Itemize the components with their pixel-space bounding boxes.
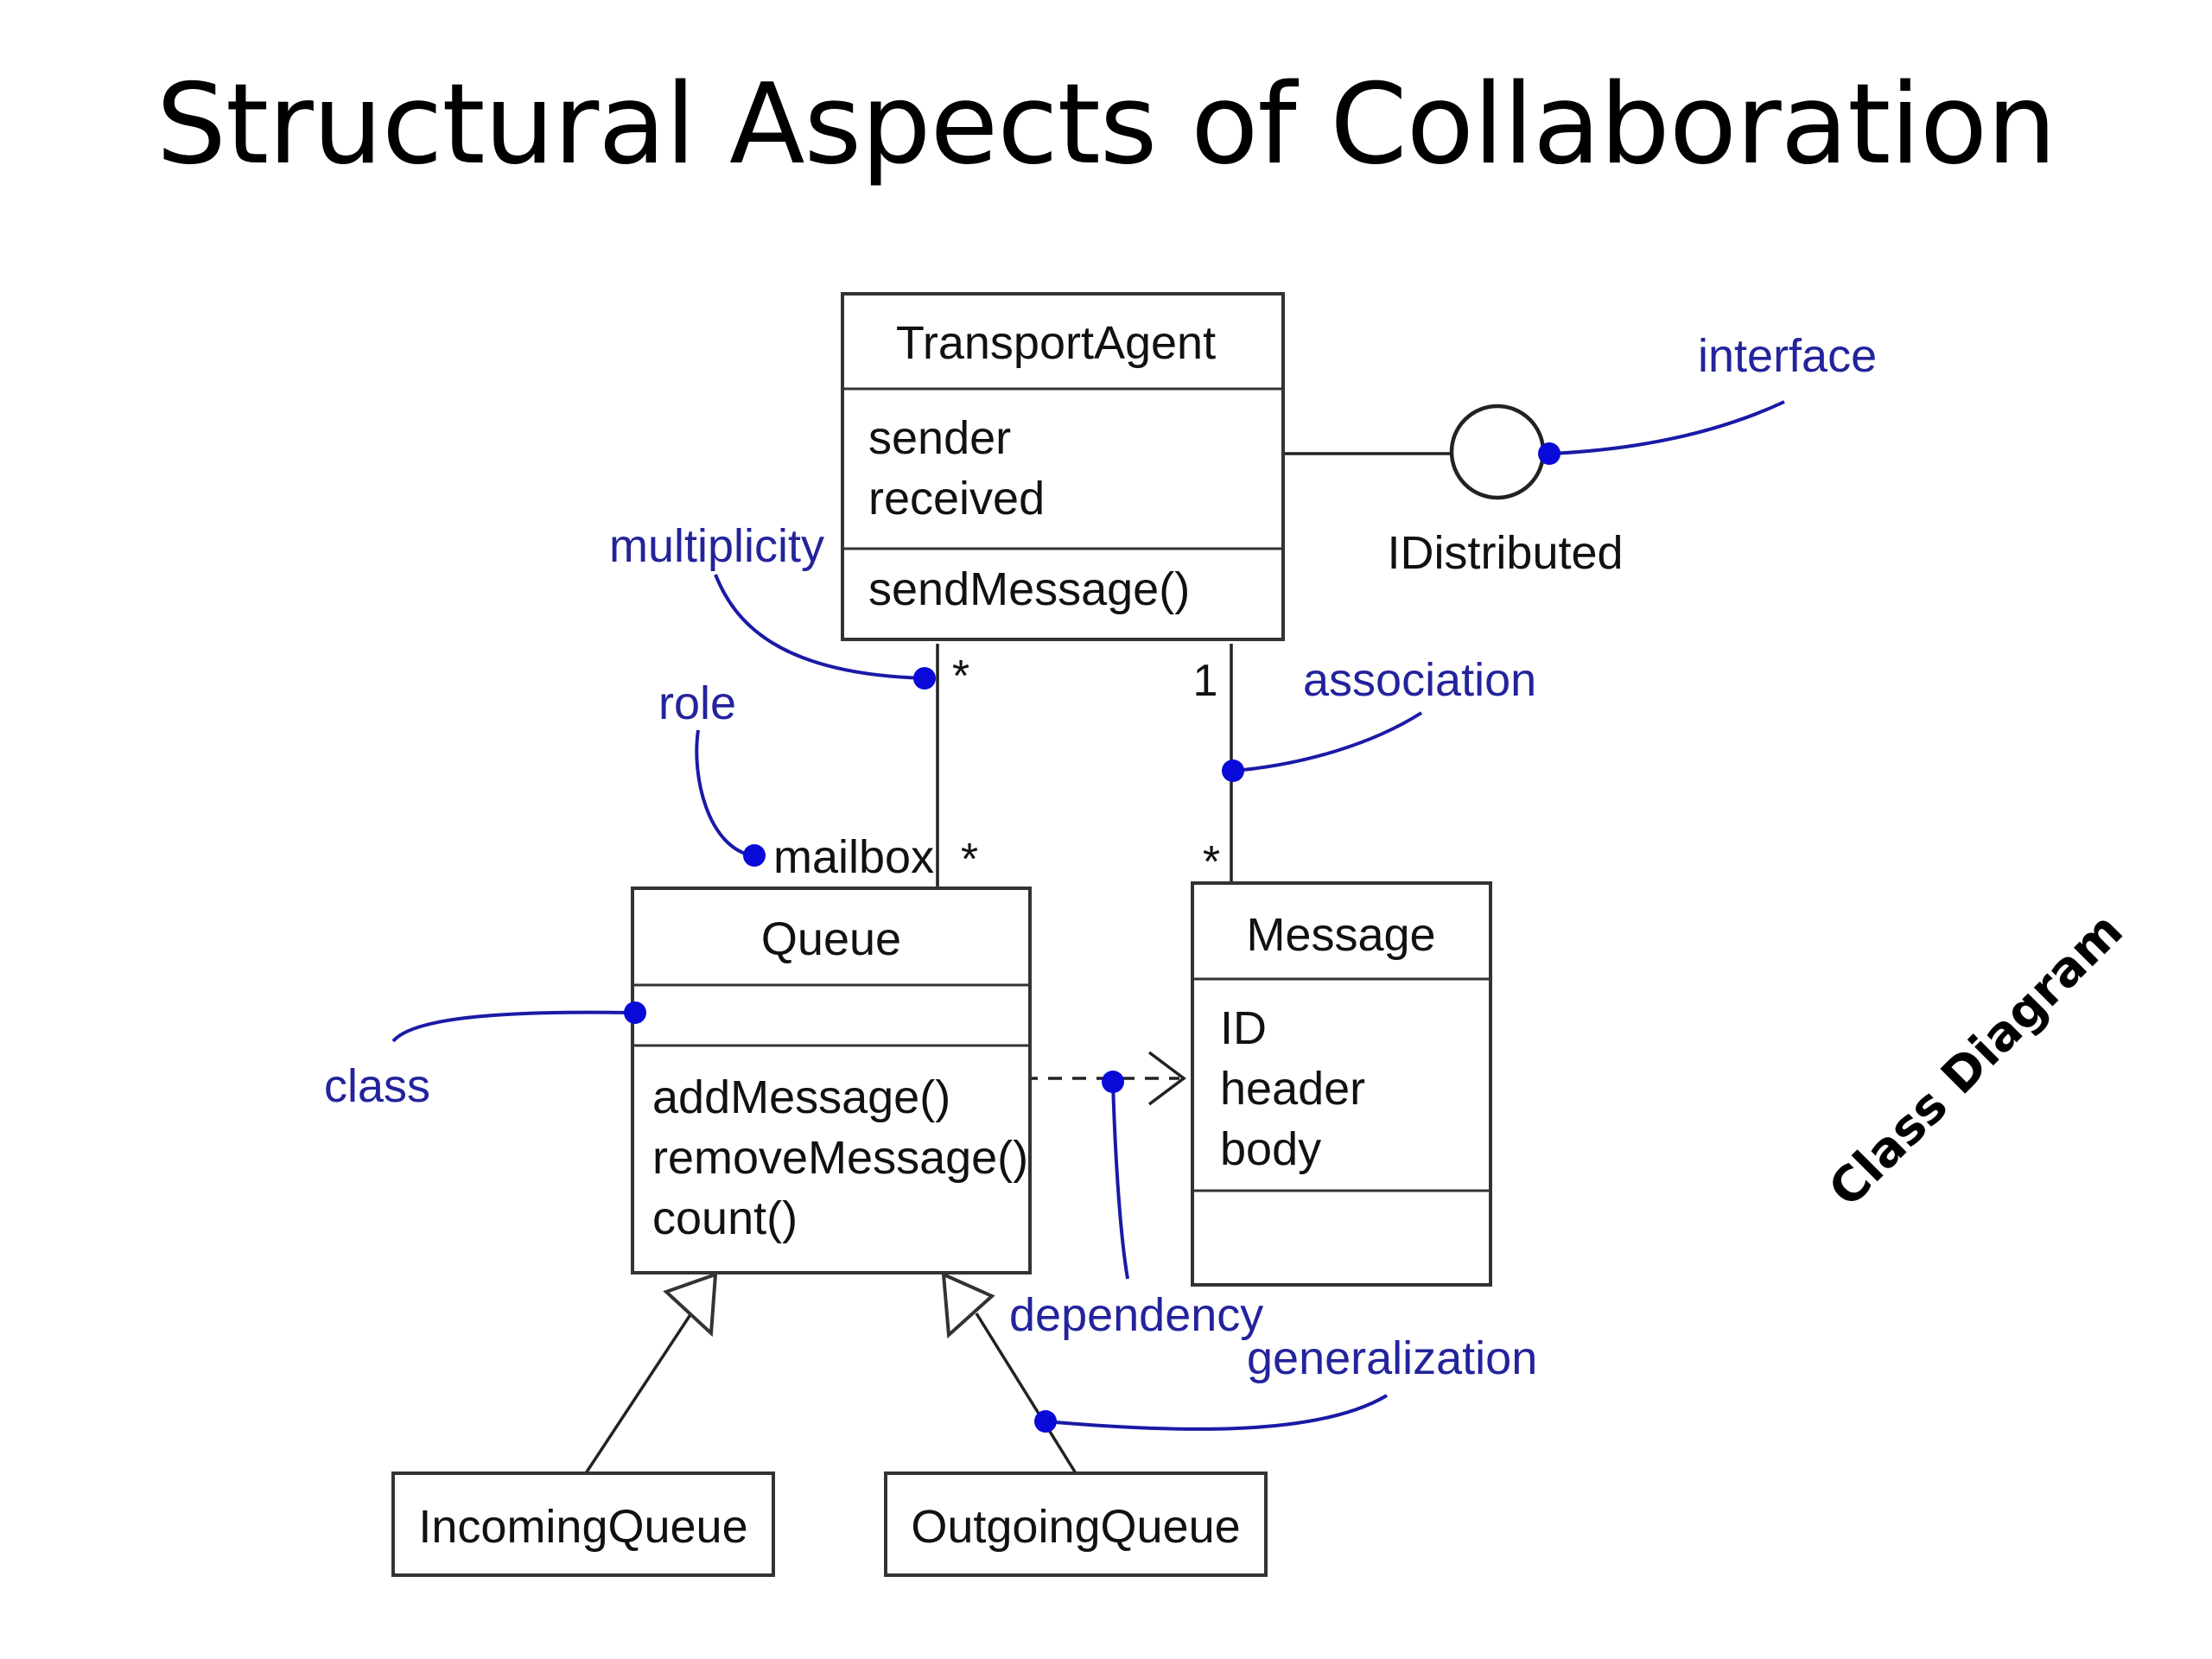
class-transport-agent: TransportAgent sender received sendMessa…	[841, 292, 1285, 641]
annotation-multiplicity: multiplicity	[609, 520, 824, 572]
attribute: ID	[1220, 1002, 1267, 1054]
interface-callout-dot	[1538, 442, 1560, 465]
attribute: header	[1220, 1063, 1365, 1115]
class-callout-dot	[624, 1001, 646, 1024]
annotation-association: association	[1303, 654, 1536, 706]
class-name: TransportAgent	[896, 317, 1216, 369]
class-name: Message	[1246, 909, 1435, 961]
class-message: Message ID header body	[1191, 881, 1492, 1287]
slide-title: Structural Aspects of Collaboration	[156, 60, 2057, 189]
dependency-arrowhead	[1147, 1051, 1186, 1106]
attribute: body	[1220, 1123, 1321, 1175]
annotation-generalization: generalization	[1247, 1332, 1537, 1384]
generalization-callout-line	[1045, 1394, 1389, 1431]
class-incoming-queue: IncomingQueue	[391, 1471, 775, 1577]
class-box	[884, 1471, 1268, 1577]
side-label-class-diagram: Class Diagram	[1818, 902, 2133, 1217]
annotation-dependency: dependency	[1009, 1289, 1263, 1341]
attribute: sender	[868, 412, 1011, 464]
operation: removeMessage()	[652, 1132, 1028, 1184]
role-callout-line	[695, 729, 753, 857]
multiplicity-callout-dot	[913, 667, 936, 690]
interface-callout-line	[1550, 400, 1785, 455]
operation: count()	[652, 1192, 798, 1244]
generalization-line-incoming	[584, 1313, 693, 1474]
interface-lollipop-icon	[1449, 404, 1546, 500]
interface-name: IDistributed	[1387, 527, 1623, 579]
generalization-arrowhead-incoming	[663, 1272, 718, 1338]
dependency-callout-dot	[1102, 1071, 1124, 1093]
class-name: Queue	[761, 913, 901, 965]
dependency-callout-line	[1111, 1081, 1129, 1280]
class-callout-line	[391, 1010, 632, 1043]
generalization-callout-dot	[1034, 1410, 1057, 1433]
annotation-class: class	[324, 1060, 430, 1112]
multiplicity-message-end: *	[1203, 837, 1220, 887]
annotation-role: role	[658, 677, 736, 729]
class-queue: Queue addMessage() removeMessage() count…	[631, 887, 1032, 1274]
role-callout-dot	[743, 844, 766, 867]
generalization-arrowhead-outgoing	[941, 1271, 995, 1339]
class-outgoing-queue: OutgoingQueue	[884, 1471, 1268, 1577]
class-name: IncomingQueue	[418, 1501, 747, 1553]
role-name: mailbox	[773, 831, 934, 883]
multiplicity-agent-end-message: 1	[1193, 656, 1218, 706]
annotation-interface: interface	[1698, 330, 1877, 382]
operation: addMessage()	[652, 1071, 950, 1123]
association-callout-line	[1233, 711, 1423, 772]
multiplicity-queue-end: *	[961, 835, 978, 885]
class-name: OutgoingQueue	[911, 1501, 1240, 1553]
class-box	[631, 887, 1032, 1274]
multiplicity-agent-end-queue: *	[952, 652, 969, 702]
class-box	[1191, 881, 1492, 1287]
operation: sendMessage()	[868, 563, 1190, 615]
association-callout-dot	[1222, 760, 1244, 782]
multiplicity-callout-line	[714, 574, 925, 680]
class-box	[841, 292, 1285, 641]
class-box	[391, 1471, 775, 1577]
generalization-line-outgoing	[975, 1313, 1077, 1474]
attribute: received	[868, 473, 1045, 524]
